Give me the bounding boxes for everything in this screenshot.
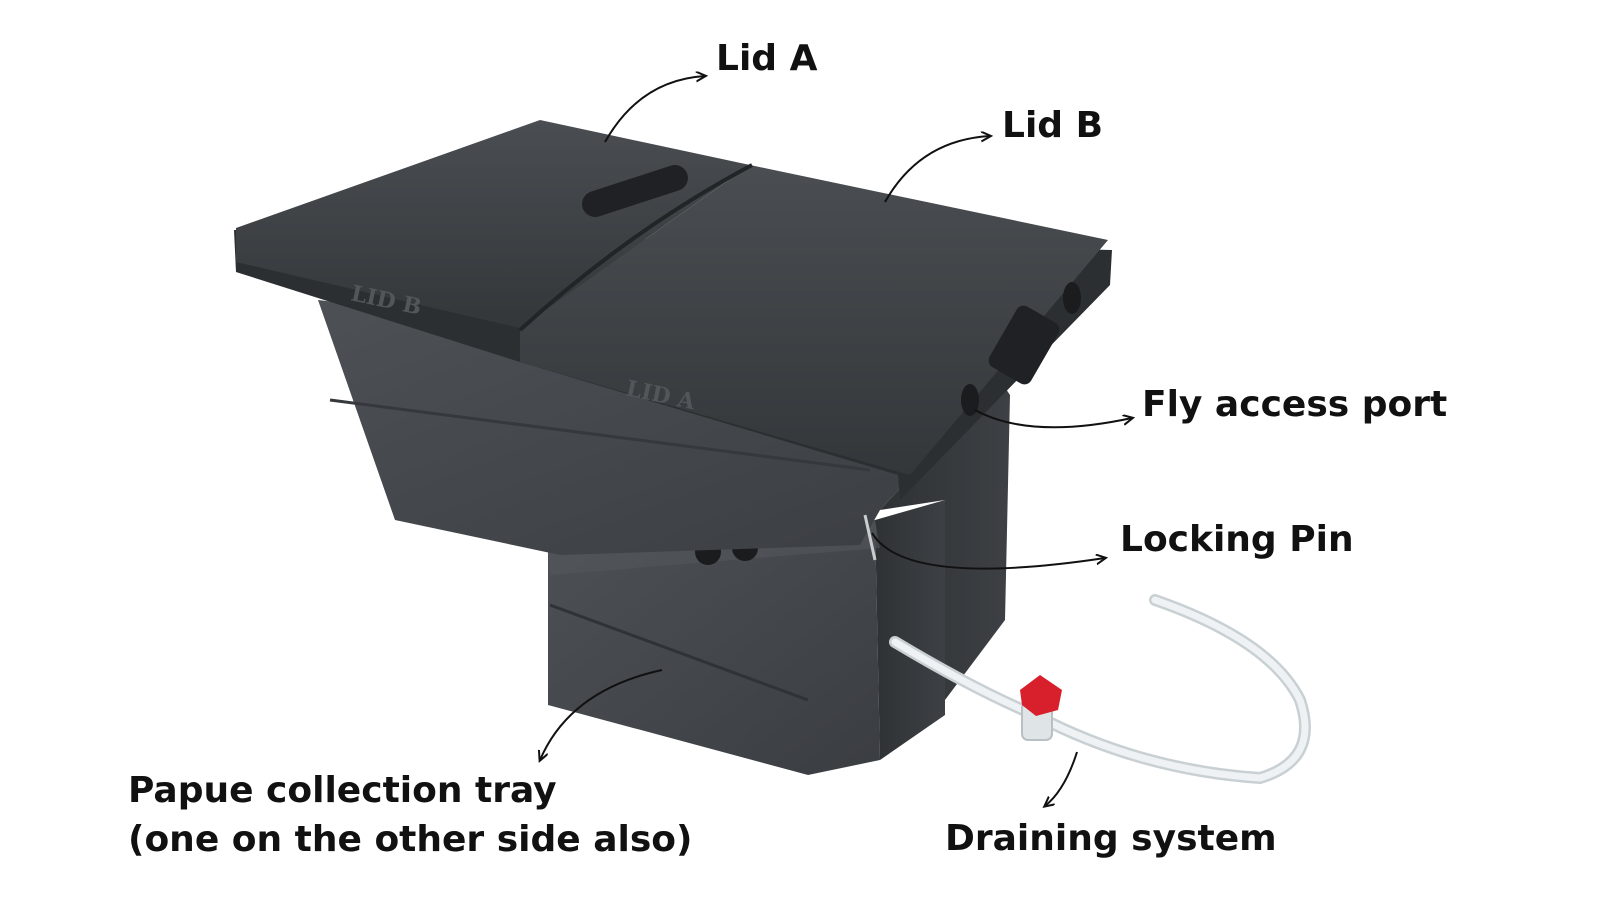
fly-access-port-icon [961, 384, 979, 416]
locking-pin-label: Locking Pin [1120, 519, 1354, 560]
locking-pin-icon [863, 514, 877, 561]
collection-tray-note: (one on the other side also) [128, 819, 693, 860]
lid-handle-slot-icon [582, 165, 688, 217]
lid-a-panel [520, 165, 1108, 475]
collection-tray-arrow [540, 669, 663, 760]
draining-system-arrow [1045, 751, 1078, 806]
lid-b-label: Lid B [1002, 105, 1104, 146]
draining-system-label: Draining system [945, 818, 1277, 859]
lid-a-label: Lid A [716, 38, 818, 79]
lid-b-panel [236, 120, 750, 328]
locking-pin-arrow [871, 532, 1105, 570]
side-hole-icon [1063, 282, 1081, 314]
annotation-arrows [540, 76, 1132, 806]
draining-system [889, 594, 1311, 785]
fly-access-port-label: Fly access port [1142, 384, 1448, 425]
collection-tray-label: Papue collection tray [128, 770, 557, 811]
lid-b-arrow [884, 136, 990, 203]
fly-access-port-arrow [974, 409, 1132, 429]
side-handle-icon [988, 305, 1060, 385]
collection-tray [548, 500, 945, 775]
lid-a-arrow [604, 76, 705, 143]
lid-assembly: LID B LID A [234, 120, 1112, 500]
valve-handle-icon [1020, 675, 1062, 716]
